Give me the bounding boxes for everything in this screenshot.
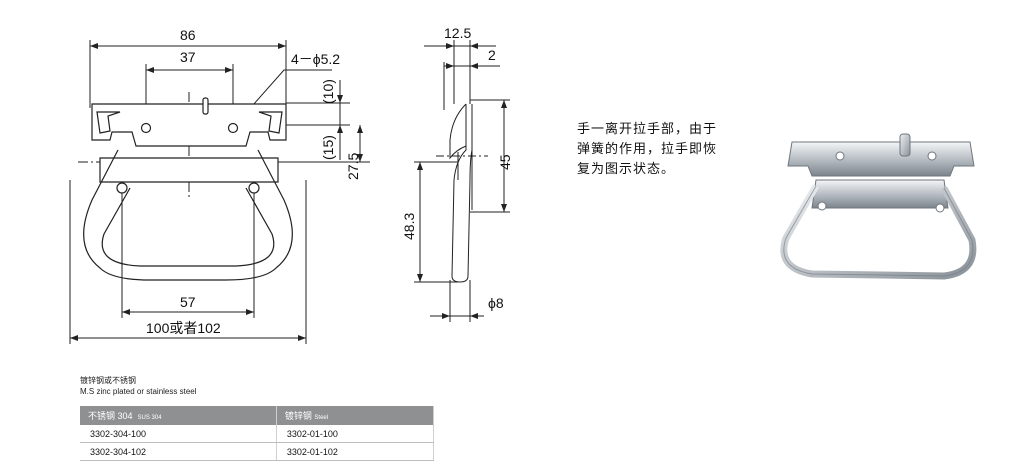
product-photo (780, 133, 977, 280)
note-line-3: 复为图示状态。 (577, 162, 676, 177)
table-row: 3302-304-100 3302-01-100 (80, 425, 435, 443)
dim-handle-width: 100或者102 (146, 320, 221, 336)
side-view-drawing: 12.5 2 45 48.3 ϕ8 (401, 25, 513, 322)
material-cn: 镀锌钢或不锈钢 (80, 376, 136, 385)
note-line-1: 手一离开拉手部，由于 (577, 122, 718, 137)
dim-width-86: 86 (180, 27, 196, 43)
dim-15: (15) (320, 135, 336, 160)
spring-return-note: 手一离开拉手部，由于 弹簧的作用，拉手即恢 复为图示状态。 (577, 120, 767, 180)
dim-27-5: 27.5 (345, 153, 361, 180)
table-cell: 3302-01-100 (276, 425, 435, 443)
dim-2: 2 (488, 47, 496, 63)
table-cell: 3302-304-100 (80, 425, 277, 443)
table-header-row: 不锈钢 304 SUS 304 镀锌钢 Steel (80, 406, 435, 425)
dim-top-hole-spacing: 37 (180, 49, 196, 65)
column-header-stainless: 不锈钢 304 SUS 304 (80, 406, 277, 425)
table-row: 3302-304-102 3302-01-102 (80, 442, 435, 461)
dim-12-5: 12.5 (444, 25, 471, 41)
dim-bottom-hole-spacing: 57 (180, 294, 196, 310)
front-view-drawing: 86 37 4－ϕ5.2 (10) (15) 27.5 57 100或者102 (69, 27, 370, 344)
dim-phi8: ϕ8 (488, 295, 504, 311)
dim-10: (10) (320, 79, 336, 104)
part-number-table: 不锈钢 304 SUS 304 镀锌钢 Steel 3302-304-100 3… (80, 406, 435, 461)
column-header-steel: 镀锌钢 Steel (276, 406, 435, 425)
table-cell: 3302-01-102 (276, 442, 435, 461)
note-line-2: 弹簧的作用，拉手即恢 (577, 142, 718, 157)
table-cell: 3302-304-102 (80, 442, 277, 461)
dim-hole-diameter: 4－ϕ5.2 (291, 51, 340, 67)
dim-48-3: 48.3 (401, 213, 417, 240)
material-en: M.S zinc plated or stainless steel (80, 387, 197, 396)
dim-45: 45 (497, 154, 513, 170)
material-caption: 镀锌钢或不锈钢 M.S zinc plated or stainless ste… (80, 375, 197, 397)
